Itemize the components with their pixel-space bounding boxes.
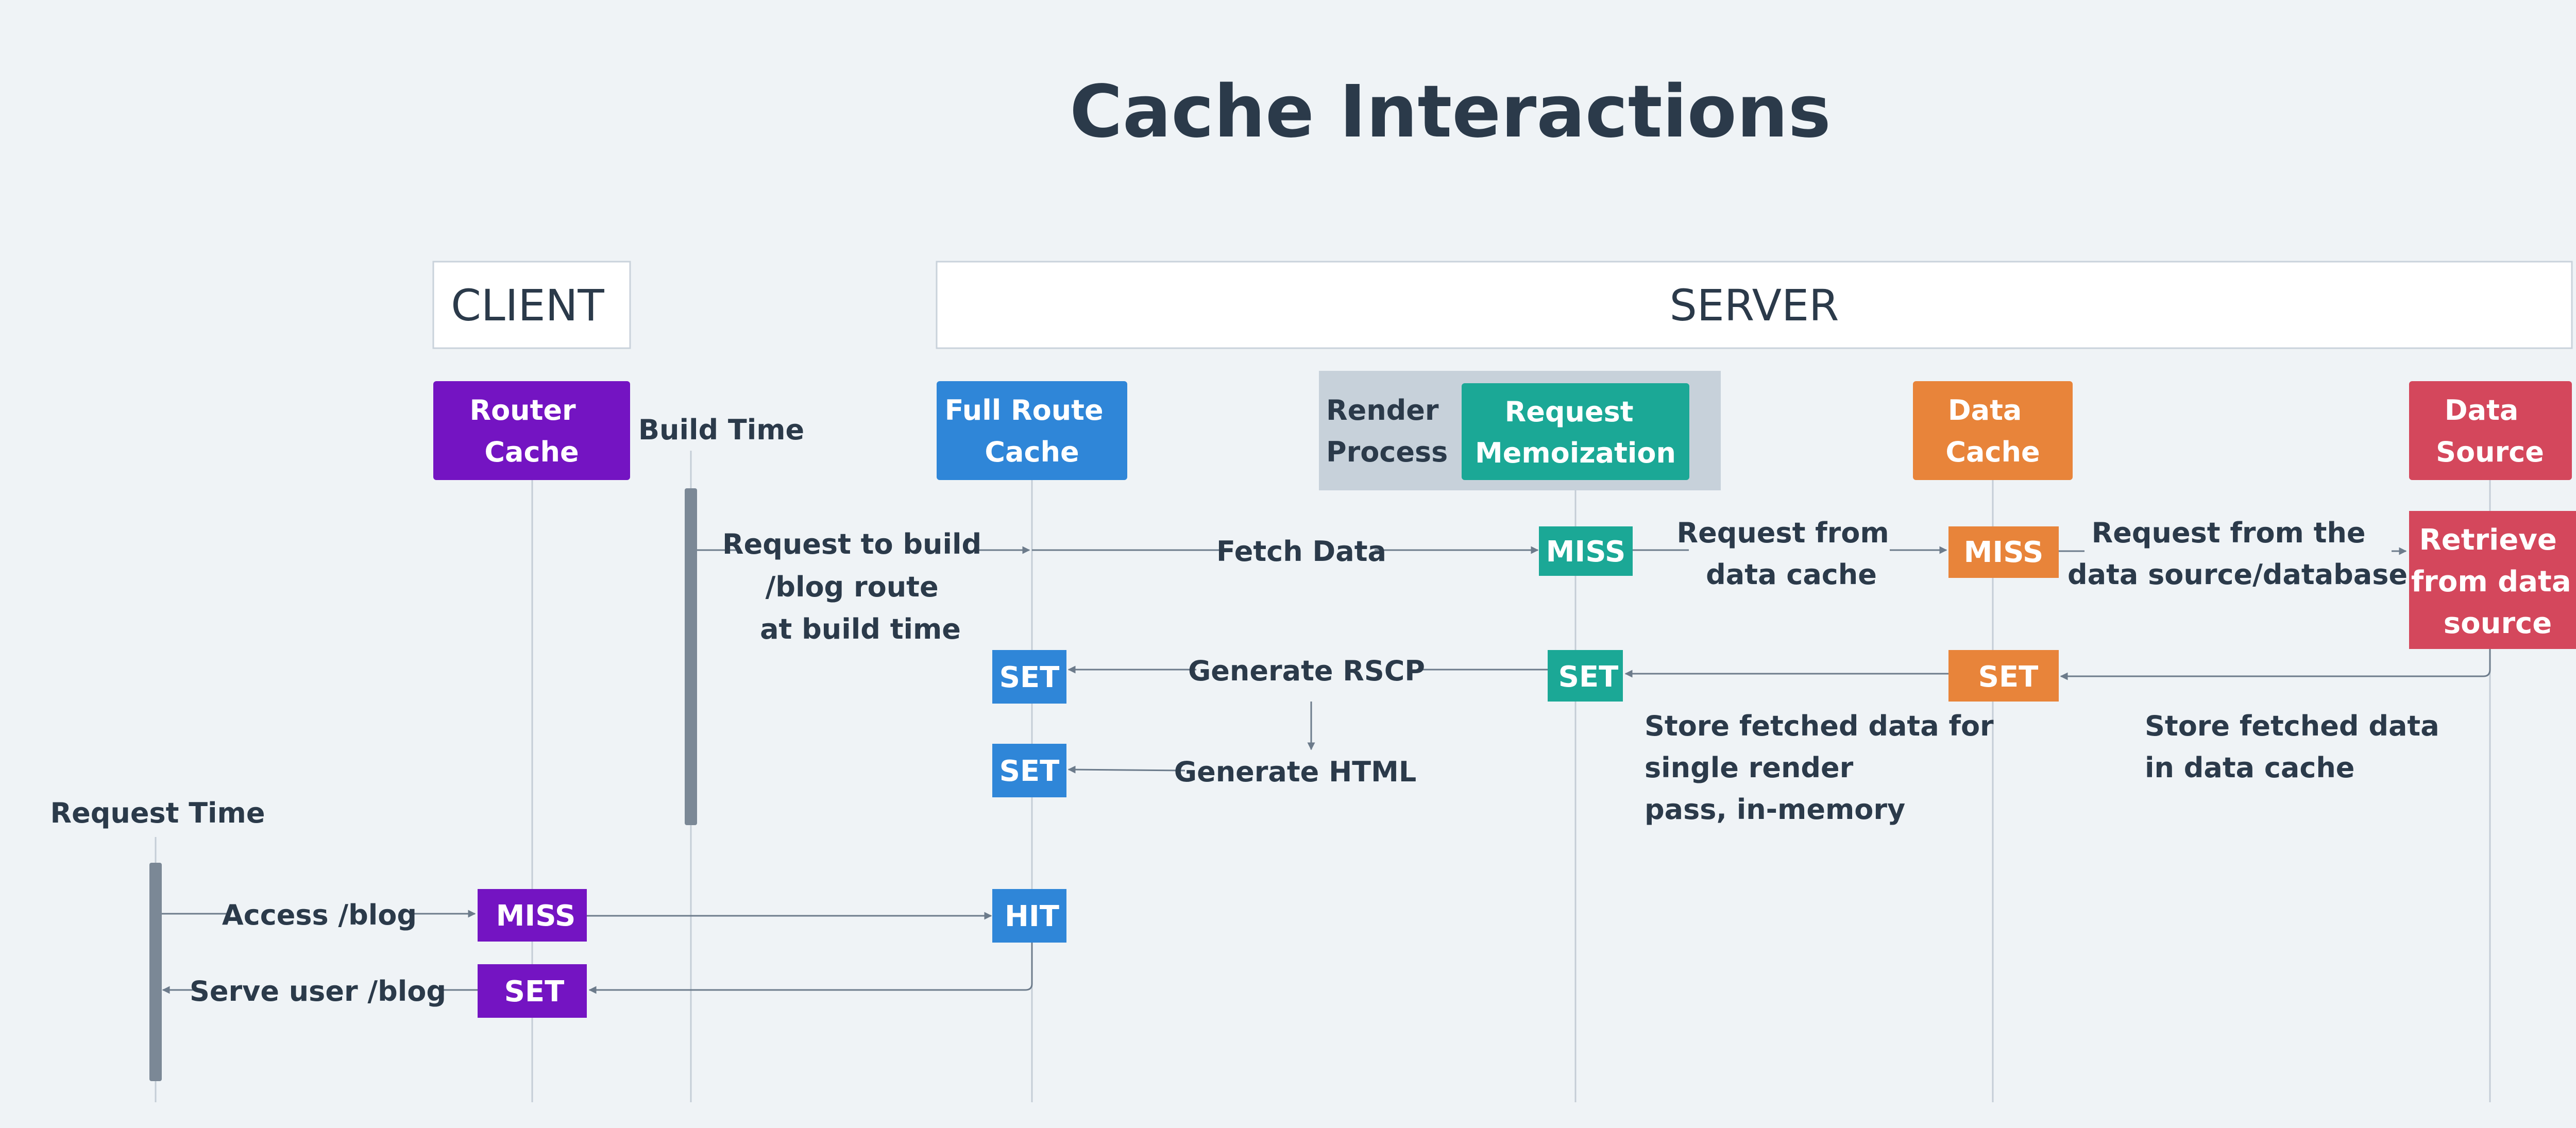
cache-miss-chip: MISS	[1948, 526, 2059, 578]
svg-text:MISS: MISS	[1964, 536, 2044, 569]
cache-set-chip: SET	[1948, 650, 2059, 702]
retrieve-chip: Retrieve from data source	[2409, 511, 2576, 649]
svg-text:MISS: MISS	[496, 899, 576, 933]
client-section: CLIENT	[432, 261, 631, 349]
request-build-label: Request to build /blog route at build ti…	[722, 528, 991, 645]
request-memoization-actor: Request Memoization	[1462, 383, 1689, 480]
diagram-title: Cache Interactions	[1070, 70, 1831, 154]
router-cache-actor: Router Cache	[433, 381, 630, 480]
router-miss-chip: MISS	[478, 889, 587, 942]
svg-text:Data Source: Data Source	[2436, 394, 2544, 468]
request-cache-label: Request from data cache	[1677, 517, 1899, 591]
fetch-data-label: Fetch Data	[1216, 535, 1386, 568]
svg-text:SET: SET	[999, 661, 1060, 694]
server-section: SERVER	[936, 261, 2573, 349]
data-cache-label-2: Cache	[1945, 436, 2040, 468]
svg-text:SET: SET	[1978, 660, 2039, 694]
svg-text:SET: SET	[504, 975, 565, 1009]
request-source-label: Request from the data source/database	[2067, 517, 2408, 591]
frc-hit-chip: HIT	[992, 889, 1066, 943]
full-route-cache-label-2: Cache	[985, 436, 1079, 468]
server-section-label: SERVER	[1669, 280, 1839, 331]
build-time-activation	[685, 488, 697, 825]
generate-html-arrow	[1067, 765, 1185, 774]
store-cache-arrow	[2060, 649, 2491, 680]
store-single-label: Store fetched data for single render pas…	[1645, 710, 2004, 826]
svg-text:HIT: HIT	[1005, 900, 1059, 933]
svg-text:Retrieve from data: Retrieve from data source	[2411, 523, 2576, 640]
svg-text:Router Cache: Router Cache	[469, 394, 585, 468]
svg-text:MISS: MISS	[1546, 535, 1626, 569]
data-source-label-2: Source	[2436, 436, 2544, 468]
request-memoization-label-2: Memoization	[1475, 437, 1676, 469]
full-route-cache-actor: Full Route Cache	[937, 381, 1127, 480]
generate-html-label: Generate HTML	[1174, 756, 1417, 788]
svg-text:SET: SET	[1558, 660, 1619, 694]
router-cache-label-1: Router	[469, 394, 576, 426]
request-time-activation	[149, 863, 162, 1081]
serve-blog-label: Serve user /blog	[190, 975, 446, 1007]
data-cache-label-1: Data	[1948, 394, 2022, 426]
memo-set-chip: SET	[1548, 650, 1623, 702]
request-memoization-label-1: Request	[1505, 396, 1634, 428]
access-blog-label: Access /blog	[222, 899, 417, 931]
store-cache-label: Store fetched data in data cache	[2145, 710, 2449, 784]
svg-text:Render Process: Render Process	[1326, 394, 1448, 468]
svg-text:Data Cache: Data Cache	[1945, 394, 2040, 468]
render-process-group: Render Process Request Memoization	[1319, 371, 1721, 490]
data-cache-actor: Data Cache	[1913, 381, 2073, 480]
router-cache-label-2: Cache	[484, 436, 579, 468]
frc-set-html-chip: SET	[992, 744, 1066, 797]
data-source-actor: Data Source	[2409, 381, 2572, 480]
frc-to-router-arrow	[588, 943, 1033, 994]
full-route-cache-label-1: Full Route	[945, 394, 1104, 426]
svg-text:Request Memoization: Request Memoization	[1475, 396, 1676, 469]
svg-text:SET: SET	[999, 755, 1060, 788]
render-process-label-2: Process	[1326, 436, 1448, 468]
svg-text:Full Route Cache: Full Route Cache	[945, 394, 1113, 468]
router-set-chip: SET	[478, 964, 587, 1018]
build-time-label: Build Time	[638, 414, 804, 446]
data-source-label-1: Data	[2445, 394, 2519, 426]
frc-set-rscp-chip: SET	[992, 650, 1066, 704]
client-section-label: CLIENT	[451, 280, 604, 331]
request-time-label: Request Time	[50, 797, 265, 829]
memo-miss-chip: MISS	[1539, 526, 1633, 576]
render-process-label-1: Render	[1326, 394, 1439, 426]
generate-rscp-label: Generate RSCP	[1188, 655, 1425, 687]
